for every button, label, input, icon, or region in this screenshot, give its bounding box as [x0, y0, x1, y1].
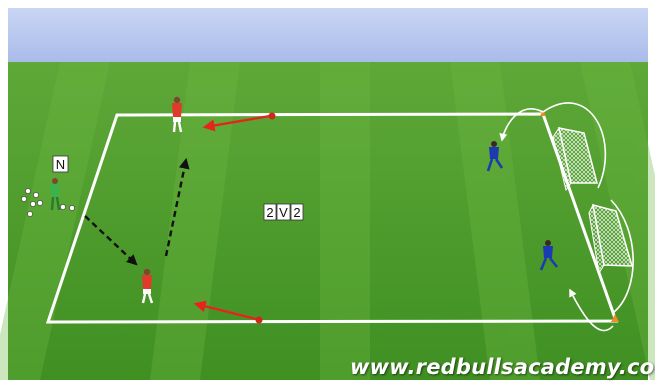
recovery-run-arrow-bottom [610, 199, 634, 313]
ball-icon [37, 200, 43, 206]
sky [8, 8, 648, 63]
ball-icon [25, 188, 31, 194]
drill-label-v: V [279, 205, 288, 220]
goal-bottom-icon [588, 203, 634, 275]
ball-icon [60, 204, 66, 210]
entry-run-arrow [84, 215, 138, 266]
recovery-run-arrow-top [542, 102, 607, 189]
ball-icon [21, 196, 27, 202]
drill-label-right: 2 [293, 205, 300, 220]
neutral-label: N [52, 155, 69, 173]
grass-stripes [0, 62, 655, 380]
cone-icon [540, 110, 546, 116]
ball-icon [69, 205, 75, 211]
recovery-run-arrow-bottom-end [569, 288, 614, 332]
ball-icon [30, 201, 36, 207]
cone-icon [611, 314, 619, 322]
drill-label-left: 2 [266, 205, 273, 220]
drill-label: 2 V 2 [263, 203, 304, 221]
ball-icon [268, 112, 276, 120]
ball-icon [27, 211, 33, 217]
pass-arrow-top [202, 114, 271, 132]
recovery-run-arrow-top-start [499, 108, 544, 142]
ball-supply [21, 188, 75, 217]
ball-icon [255, 316, 263, 324]
ball-icon [33, 192, 39, 198]
goal-top-icon [552, 126, 598, 192]
player-green-keeper-icon [50, 178, 61, 211]
watermark-url: www.redbullsacademy.com [350, 355, 655, 379]
player-blue-icon [539, 240, 559, 271]
pass-arrow-bottom [193, 300, 257, 321]
pass-option-arrow [164, 157, 190, 257]
player-red-icon [141, 268, 154, 304]
neutral-label-text: N [56, 157, 65, 172]
player-blue-icon [486, 141, 504, 172]
player-red-icon [172, 96, 183, 133]
